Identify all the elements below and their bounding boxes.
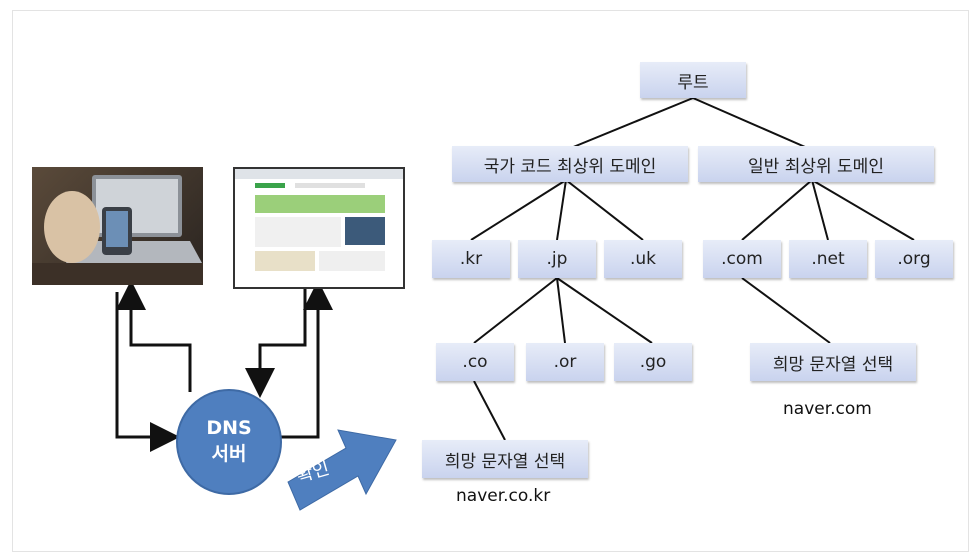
or-node: .or — [526, 343, 604, 381]
generic-tld-node: 일반 최상위 도메인 — [698, 146, 934, 182]
dns-label: DNS — [206, 417, 252, 440]
net-node: .net — [789, 240, 867, 278]
kr-node: .kr — [432, 240, 510, 278]
dns-server-node: DNS 서버 — [176, 389, 282, 495]
root-node: 루트 — [640, 62, 746, 98]
browser-screenshot — [233, 167, 405, 289]
example-domain-left: naver.co.kr — [456, 486, 551, 506]
laptop-photo — [32, 167, 203, 285]
desired-string-node-right: 희망 문자열 선택 — [750, 343, 916, 381]
uk-node: .uk — [604, 240, 682, 278]
org-node: .org — [875, 240, 953, 278]
example-domain-right: naver.com — [783, 399, 872, 419]
dns-server-label: 서버 — [211, 443, 247, 465]
confirm-arrow — [287, 429, 397, 511]
country-tld-node: 국가 코드 최상위 도메인 — [452, 146, 688, 182]
desired-string-node-left: 희망 문자열 선택 — [422, 440, 588, 478]
go-node: .go — [614, 343, 692, 381]
jp-node: .jp — [518, 240, 596, 278]
co-node: .co — [436, 343, 514, 381]
com-node: .com — [703, 240, 781, 278]
